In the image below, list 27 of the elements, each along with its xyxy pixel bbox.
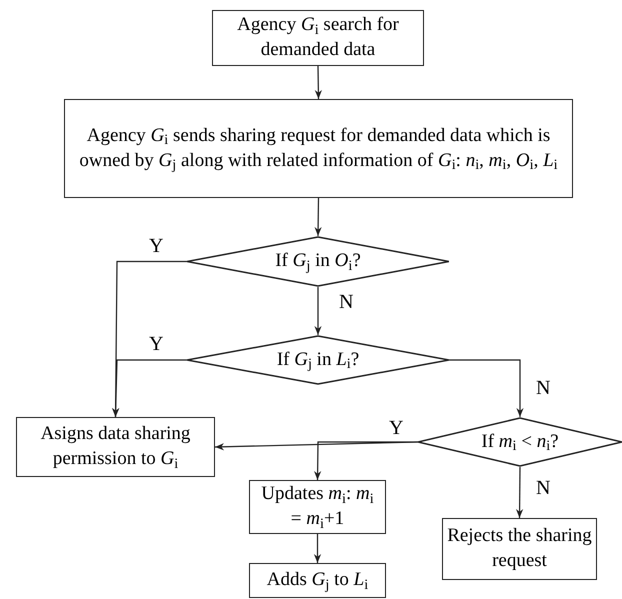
arrow [516,467,524,518]
decision-diamond [187,236,449,287]
process-box [64,99,573,198]
arrow [314,198,322,236]
process-box [16,417,215,477]
node-text: Rejects the sharing request [447,524,592,573]
node-text: Adds G$_{j}$ to L$_{i}$ [266,568,368,593]
process-box [442,518,597,580]
arrow [314,441,418,480]
node-text: Agency G$_{i}$ sends sharing request for demanded data which is owned by G$_{j}$ along with related information of G$_{i}$: n$_{i}$, m$_{i}$, O$_{i}$, L$_{i}$ [78,124,559,174]
arrow [112,260,187,417]
node-text: Updates m$_{i}$: m$_{i}$ = m$_{i}$+1 [260,482,375,532]
node-text: Agency G$_{i}$ search for demanded data [236,13,400,62]
arrow [314,534,322,563]
decision-diamond [187,335,449,385]
process-box [249,563,386,598]
node-text: If m$_{i}$ < n$_{i}$? [481,430,559,454]
node-text: If G$_{j}$ in O$_{i}$? [275,249,361,274]
arrow [449,359,524,417]
process-box [212,10,424,66]
arrow [314,287,322,335]
decision-diamond [418,417,622,467]
node-text: Asigns data sharing permission to G$_{i}$ [40,422,192,472]
arrow [314,66,322,99]
node-text: If G$_{j}$ in L$_{i}$? [276,348,360,372]
process-box [249,480,386,534]
arrow [112,359,187,418]
